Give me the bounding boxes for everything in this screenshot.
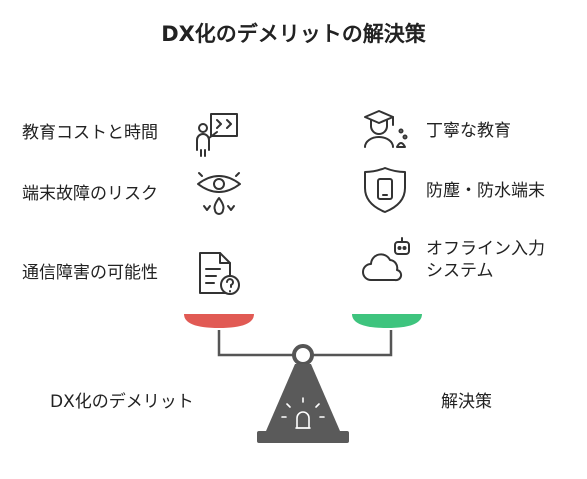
demerits-label: DX化のデメリット [50,392,194,412]
solution-item-2: 防塵・防水端末 [426,181,545,201]
solution-item-3-line-1: オフライン入力 [426,239,545,259]
solution-item-1: 丁寧な教育 [426,121,511,141]
cloud-robot-icon [362,237,410,282]
light-bulb-icon [281,397,325,429]
solution-item-3: オフライン入力 システム [426,238,545,282]
demerit-item-3: 通信障害の可能性 [22,263,158,283]
demerits-pan [184,314,254,328]
document-question-icon [199,252,240,295]
solution-item-3-line-2: システム [426,261,494,281]
shield-phone-icon [364,167,406,213]
graduate-student-icon [364,110,408,148]
scale-pivot [292,344,314,366]
demerit-item-1: 教育コストと時間 [22,123,158,143]
demerit-item-2: 端末故障のリスク [22,184,158,204]
scale-base [257,431,349,443]
solutions-label: 解決策 [441,392,492,412]
page-title: DX化のデメリットの解決策 [161,22,426,46]
eye-droplets-icon [197,172,241,215]
solutions-pan [352,314,422,328]
teacher-whiteboard-icon [196,113,238,157]
